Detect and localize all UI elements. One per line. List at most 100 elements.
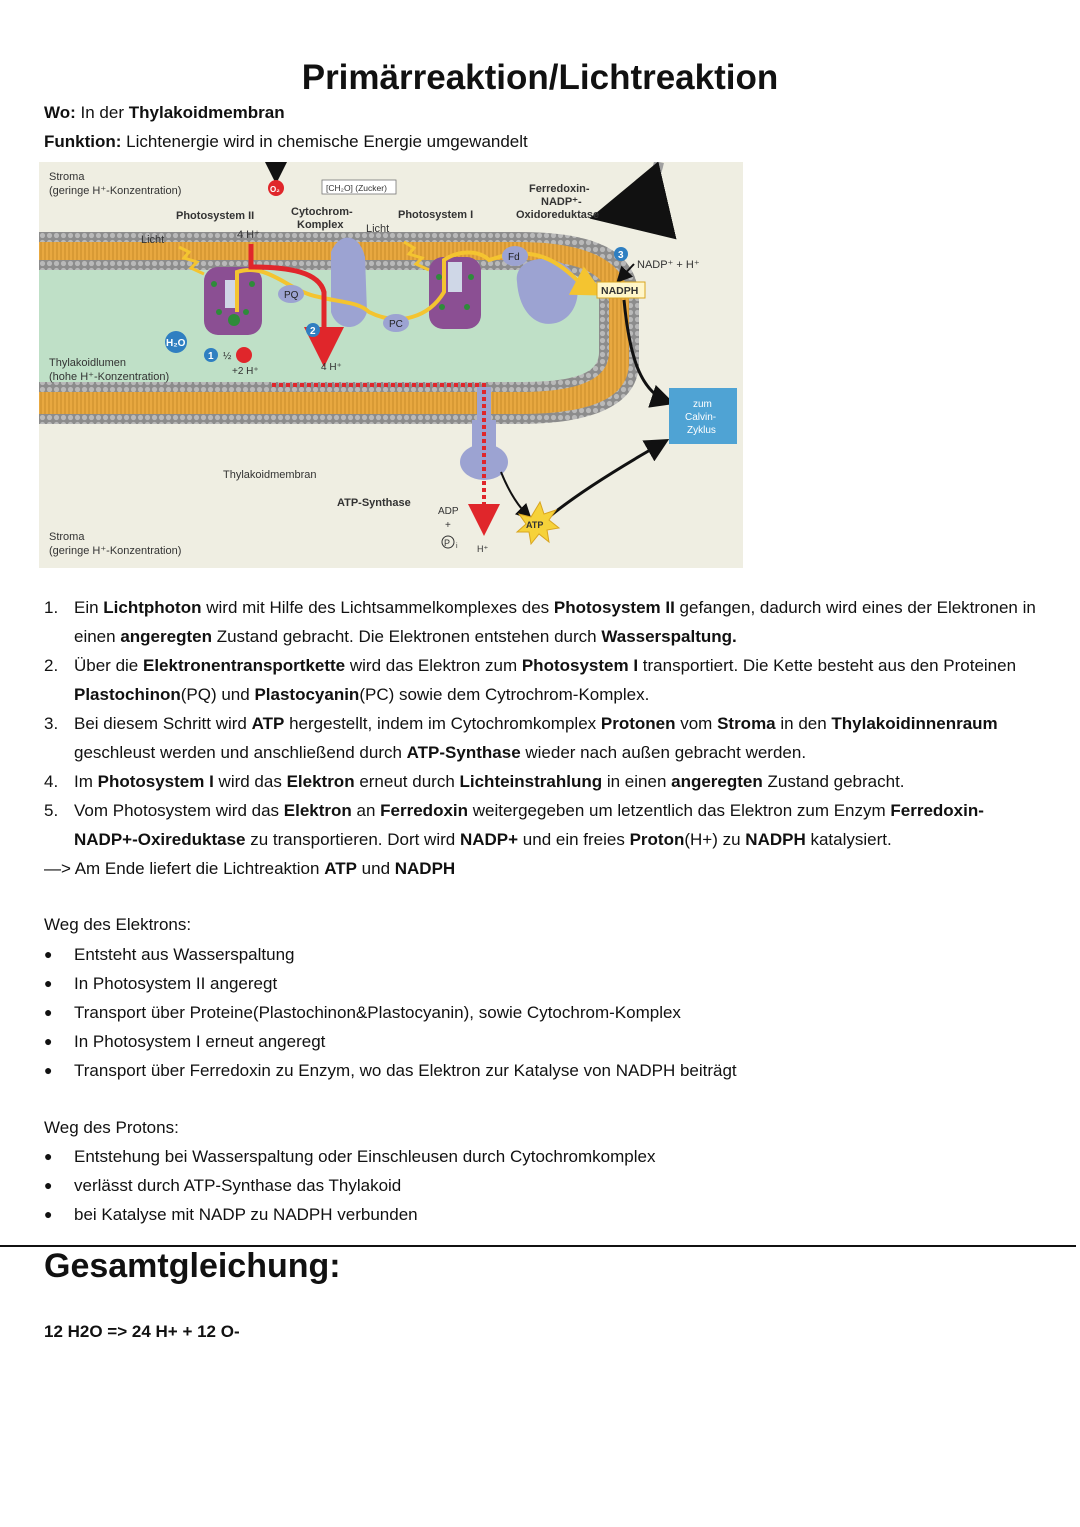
cytochrom-komplex xyxy=(331,237,367,327)
step-text: Bei diesem Schritt wird xyxy=(74,714,252,733)
licht-label-2: Licht xyxy=(366,223,389,235)
step-text-bold: Protonen xyxy=(600,714,676,733)
step-item: 5.Vom Photosystem wird das Elektron an F… xyxy=(44,796,1044,854)
zucker-box xyxy=(321,179,397,195)
o2-badge xyxy=(268,180,284,196)
step-text: an xyxy=(351,801,381,820)
step-text-bold: Photosystem II xyxy=(553,598,675,617)
step-text: Über die xyxy=(74,656,143,675)
fnr-label-2: NADP⁺- xyxy=(541,196,582,208)
fnr-label-1: Ferredoxin- xyxy=(529,183,590,195)
step-text-bold: NADP+ xyxy=(459,830,519,849)
calvin-label-3: Zyklus xyxy=(687,425,716,436)
step-number: 2. xyxy=(44,656,59,675)
electron-list-item: Transport über Ferredoxin zu Enzym, wo d… xyxy=(44,1056,737,1085)
function-text: Lichtenergie wird in chemische Energie u… xyxy=(126,132,528,151)
step-text: (PQ) und xyxy=(180,685,255,704)
step-text-bold: ATP xyxy=(251,714,285,733)
pi-circle xyxy=(441,535,455,549)
step-text: vom xyxy=(675,714,718,733)
proton-heading: Weg des Protons: xyxy=(44,1118,179,1137)
step-text-bold: Photosystem I xyxy=(97,772,214,791)
ferredoxin-nadp-oxidoreduktase xyxy=(516,258,578,324)
light-icon-ps1 xyxy=(403,240,430,272)
step-text-bold: Elektronentransportkette xyxy=(142,656,346,675)
lumen-label-1: Thylakoidlumen xyxy=(49,357,126,369)
adp-to-atp-arrow xyxy=(500,471,532,520)
step-text: Ein xyxy=(74,598,104,617)
step-text: Zustand gebracht. xyxy=(762,772,905,791)
licht-label-1: Licht xyxy=(141,234,164,246)
photosystem-i xyxy=(429,257,481,329)
o2-small-badge xyxy=(236,347,252,363)
nadp-arrow xyxy=(616,263,635,283)
h-out-label: H⁺ xyxy=(477,544,488,554)
step-item: 2.Über die Elektronentransportkette wird… xyxy=(44,651,1044,709)
step-text-bold: angeregten xyxy=(120,627,212,646)
step-text: (H+) zu xyxy=(684,830,746,849)
atp-synthase-label: ATP-Synthase xyxy=(337,497,411,509)
step-number: 4. xyxy=(44,772,59,791)
o2-label: O₂ xyxy=(270,185,280,194)
step-text: erneut durch xyxy=(354,772,460,791)
pq-label: PQ xyxy=(284,290,299,301)
lichtreaktion-diagram: Stroma (geringe H⁺-Konzentration) O₂ [CH… xyxy=(39,162,743,568)
step-text-bold: ATP-Synthase xyxy=(406,743,521,762)
function-label: Funktion: xyxy=(44,132,122,151)
step-text-bold: Ferredoxin xyxy=(380,801,469,820)
step-text: Im xyxy=(74,772,98,791)
calvin-label-2: Calvin- xyxy=(685,412,716,423)
light-icon-ps2 xyxy=(178,245,205,276)
step-1-badge xyxy=(204,348,218,362)
nadp-label: NADP⁺ + H⁺ xyxy=(637,259,700,271)
h2o-badge xyxy=(165,331,187,353)
step-text-bold: Thylakoidinnenraum xyxy=(831,714,998,733)
step-text: gefangen, dadurch wird eines der Elektro… xyxy=(74,598,1036,646)
summary-line: —> Am Ende liefert die Lichtreaktion ATP… xyxy=(44,854,1044,883)
step-text-bold: Ferredoxin-NADP+-Oxireduktase xyxy=(74,801,984,849)
pi-sub-label: i xyxy=(456,543,458,550)
step-number: 3. xyxy=(44,714,59,733)
step-text: wird das xyxy=(213,772,287,791)
grey-arrow xyxy=(589,162,677,240)
step-3-badge xyxy=(614,247,628,261)
steps-list: 1.Ein Lichtphoton wird mit Hilfe des Lic… xyxy=(44,593,1044,883)
step-text-bold: Plastocyanin xyxy=(254,685,360,704)
electron-list-item: Entsteht aus Wasserspaltung xyxy=(44,940,737,969)
pi-label: P xyxy=(444,538,450,548)
step-text-bold: Stroma xyxy=(717,714,776,733)
calvin-box xyxy=(669,388,737,444)
stroma-bottom-sub: (geringe H⁺-Konzentration) xyxy=(49,545,181,557)
ps2-label: Photosystem II xyxy=(176,210,254,222)
stroma-top-sub: (geringe H⁺-Konzentration) xyxy=(49,185,181,197)
step-item: 4. Im Photosystem I wird das Elektron ern… xyxy=(44,767,1044,796)
electron-list-item: Transport über Proteine(Plastochinon&Pla… xyxy=(44,998,737,1027)
electron-list-item: In Photosystem I erneut angeregt xyxy=(44,1027,737,1056)
step-3-label: 3 xyxy=(618,250,624,261)
lumen-label-2: (hohe H⁺-Konzentration) xyxy=(49,371,169,383)
atp-label: ATP xyxy=(526,520,543,530)
membrane-lower-core xyxy=(39,312,629,414)
step-text: und ein freies xyxy=(518,830,630,849)
h4-top-label: 4 H⁺ xyxy=(237,229,260,241)
step-text: (PC) sowie dem Cytrochrom-Komplex. xyxy=(359,685,650,704)
pc-label: PC xyxy=(389,319,403,330)
atp-to-calvin-arrow xyxy=(548,439,670,519)
pc-badge xyxy=(383,314,409,332)
half-label: ½ xyxy=(223,351,232,362)
stroma-bottom-label: Stroma xyxy=(49,531,85,543)
step-text-bold: Elektron xyxy=(286,772,355,791)
total-equation: 12 H2O => 24 H+ + 12 O- xyxy=(44,1322,240,1341)
step-item: 3.Bei diesem Schritt wird ATP hergestell… xyxy=(44,709,1044,767)
divider xyxy=(0,1245,1076,1247)
page-title: Primärreaktion/Lichtreaktion xyxy=(301,58,779,97)
step-text-bold: Lichteinstrahlung xyxy=(459,772,603,791)
electron-list-item: In Photosystem II angeregt xyxy=(44,969,737,998)
location-line: Wo: In der Thylakoidmembran xyxy=(44,103,285,123)
step-text: in einen xyxy=(602,772,672,791)
step-text-bold: Plastochinon xyxy=(74,685,181,704)
fnr-label-3: Oxidoreduktase xyxy=(516,209,599,221)
summary-text-bold: ATP xyxy=(324,859,357,878)
summary-text: und xyxy=(356,859,395,878)
fd-badge xyxy=(502,246,528,266)
